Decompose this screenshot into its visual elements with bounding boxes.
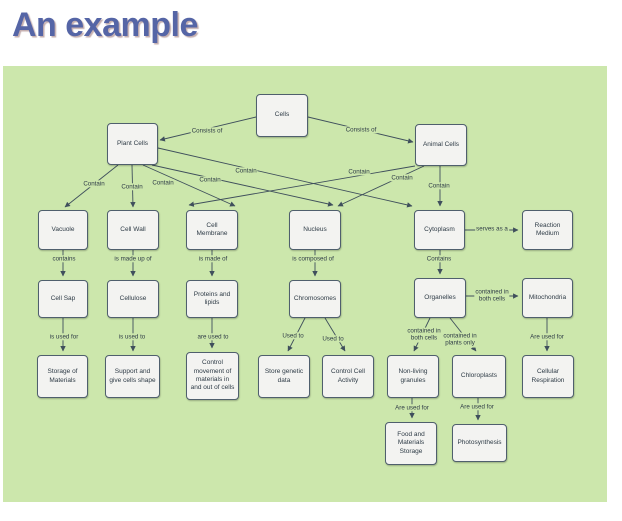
node-animal-cells: Animal Cells [415, 124, 467, 166]
node-cell-membrane: Cell Membrane [186, 210, 238, 250]
edge-arrow-animal-cells-to-cell-membrane [188, 165, 416, 207]
node-support-and-give-cells-shape: Support and give cells shape [105, 355, 160, 398]
edge-label-nucleus-to-chromosomes: is composed of [291, 255, 335, 263]
node-storage-of-materials: Storage of Materials [37, 355, 88, 398]
node-mitochondria: Mitochondria [522, 278, 573, 318]
node-store-genetic-data: Store genetic data [258, 355, 310, 398]
edge-arrow-plant-cells-to-cell-membrane [142, 164, 236, 207]
node-cytoplasm: Cytoplasm [414, 210, 465, 250]
node-chromosomes: Chromosomes [289, 280, 341, 318]
node-vacuole: Vacuole [38, 210, 88, 250]
node-control-movement: Control movement of materials in and out… [186, 352, 239, 400]
node-reaction-medium: Reaction Medium [522, 210, 573, 250]
edge-label-proteins-and-lipids-to-control-movement: are used to [196, 333, 230, 341]
edge-label-plant-cells-to-cell-membrane: Contain [151, 179, 175, 187]
node-cell-sap: Cell Sap [38, 280, 88, 318]
node-chloroplasts: Chloroplasts [452, 355, 506, 398]
edge-label-chloroplasts-to-photosynthesis: Are used for [459, 403, 495, 411]
edge-label-plant-cells-to-cytoplasm: Contain [234, 167, 258, 175]
node-organelles: Organelles [414, 278, 466, 318]
node-cell-wall: Cell Wall [107, 210, 159, 250]
edge-label-cell-membrane-to-proteins-and-lipids: is made of [197, 255, 229, 263]
edge-arrow-chromosomes-to-control-cell-activity [324, 317, 346, 352]
edge-label-cytoplasm-to-organelles: Contains [425, 255, 453, 263]
edge-label-chromosomes-to-control-cell-activity: Used to [321, 335, 345, 343]
node-plant-cells: Plant Cells [107, 123, 158, 165]
edge-arrow-animal-cells-to-nucleus [337, 165, 425, 207]
edge-label-plant-cells-to-nucleus: Contain [198, 176, 222, 184]
node-non-living-granules: Non-living granules [387, 355, 439, 398]
edge-label-cells-to-plant-cells: Consists of [190, 127, 224, 135]
edge-label-plant-cells-to-vacuole: Contain [82, 180, 106, 188]
node-nucleus: Nucleus [289, 210, 341, 250]
node-cells: Cells [256, 94, 308, 137]
edge-label-non-living-granules-to-food-and-materials-storage: Are used for [394, 404, 430, 412]
edge-label-mitochondria-to-cellular-respiration: Are used for [529, 333, 565, 341]
edge-label-cytoplasm-to-reaction-medium: serves as a [475, 225, 509, 233]
edge-arrow-plant-cells-to-nucleus [151, 164, 334, 207]
edge-label-animal-cells-to-nucleus: Contain [390, 174, 414, 182]
edge-label-animal-cells-to-cytoplasm: Contain [427, 182, 451, 190]
edge-label-organelles-to-non-living-granules: contained in both cells [406, 327, 442, 343]
node-cellular-respiration: Cellular Respiration [522, 355, 574, 398]
page-title: An example [12, 6, 198, 44]
edge-label-organelles-to-chloroplasts: contained in plants only [442, 332, 478, 348]
edge-label-plant-cells-to-cell-wall: Contain [120, 183, 144, 191]
node-proteins-and-lipids: Proteins and lipids [186, 280, 238, 318]
edge-label-cells-to-animal-cells: Consists of [344, 126, 378, 134]
node-photosynthesis: Photosynthesis [452, 424, 507, 462]
edge-label-cell-sap-to-storage-of-materials: is used for [48, 333, 80, 341]
node-food-and-materials-storage: Food and Materials Storage [385, 422, 437, 465]
edge-label-animal-cells-to-cell-membrane: Contain [347, 168, 371, 176]
edge-label-cell-wall-to-cellulose: is made up of [113, 255, 153, 263]
node-cellulose: Cellulose [107, 280, 159, 318]
edge-label-vacuole-to-cell-sap: contains [51, 255, 77, 263]
edge-label-chromosomes-to-store-genetic-data: Used to [281, 332, 305, 340]
edge-arrow-plant-cells-to-cytoplasm [157, 147, 413, 208]
node-control-cell-activity: Control Cell Activity [322, 355, 374, 398]
edge-label-organelles-to-mitochondria: contained in both cells [474, 288, 510, 304]
edge-label-cellulose-to-support-and-give-cells-shape: is used to [117, 333, 147, 341]
